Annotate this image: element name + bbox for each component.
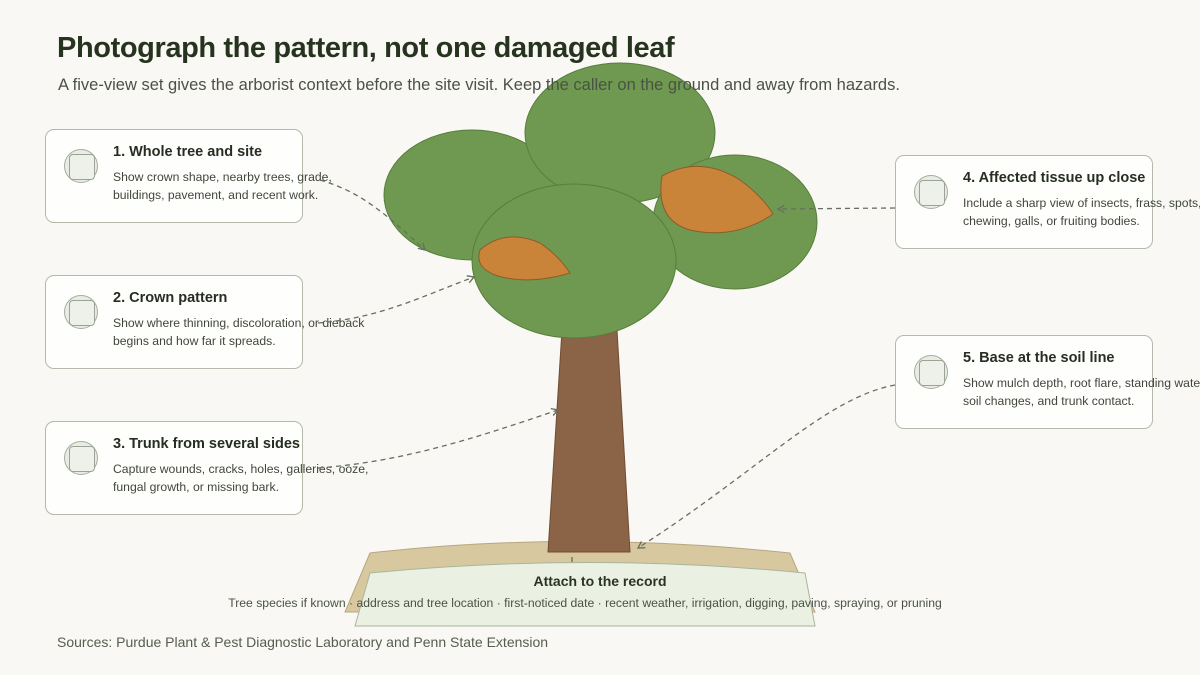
connector-3 <box>317 407 560 469</box>
camera-frame-icon <box>64 295 98 329</box>
camera-frame-icon <box>64 441 98 475</box>
page-title: Photograph the pattern, not one damaged … <box>57 32 675 64</box>
step-description: Show where thinning, discoloration, or d… <box>113 316 365 348</box>
tree-trunk <box>547 329 631 553</box>
step-title: 1. Whole tree and site <box>113 144 263 160</box>
connector-2 <box>317 275 476 324</box>
step-description: Show mulch depth, root flare, standing w… <box>963 376 1200 408</box>
connector-5 <box>636 384 896 549</box>
step-card-3: 3. Trunk from several sides Capture woun… <box>45 421 368 515</box>
crown-lobe-center <box>471 183 677 339</box>
step-title: 5. Base at the soil line <box>963 350 1115 366</box>
step-card-5: 5. Base at the soil line Show mulch dept… <box>895 335 1200 429</box>
step-description: Include a sharp view of insects, frass, … <box>963 196 1200 228</box>
record-details: Tree species if known · address and tree… <box>228 596 942 610</box>
record-panel <box>354 562 816 627</box>
connector-4 <box>776 204 896 214</box>
affected-leaf-large <box>660 166 774 234</box>
sources-note: Sources: Purdue Plant & Pest Diagnostic … <box>57 634 549 650</box>
step-title: 4. Affected tissue up close <box>963 170 1146 186</box>
affected-leaf-small <box>478 236 571 281</box>
step-description: Show crown shape, nearby trees, grade, b… <box>113 170 332 202</box>
camera-frame-icon <box>914 175 948 209</box>
step-card-1: 1. Whole tree and site Show crown shape,… <box>45 129 332 223</box>
camera-frame-icon <box>64 149 98 183</box>
camera-frame-icon <box>914 355 948 389</box>
step-title: 2. Crown pattern <box>113 290 228 306</box>
connector-1 <box>319 179 427 251</box>
record-title: Attach to the record <box>533 573 667 589</box>
step-description: Capture wounds, cracks, holes, galleries… <box>113 462 369 494</box>
step-title: 3. Trunk from several sides <box>113 436 300 452</box>
step-card-4: 4. Affected tissue up close Include a sh… <box>895 155 1200 249</box>
page-subtitle: A five-view set gives the arborist conte… <box>58 76 900 94</box>
step-card-2: 2. Crown pattern Show where thinning, di… <box>45 275 364 369</box>
